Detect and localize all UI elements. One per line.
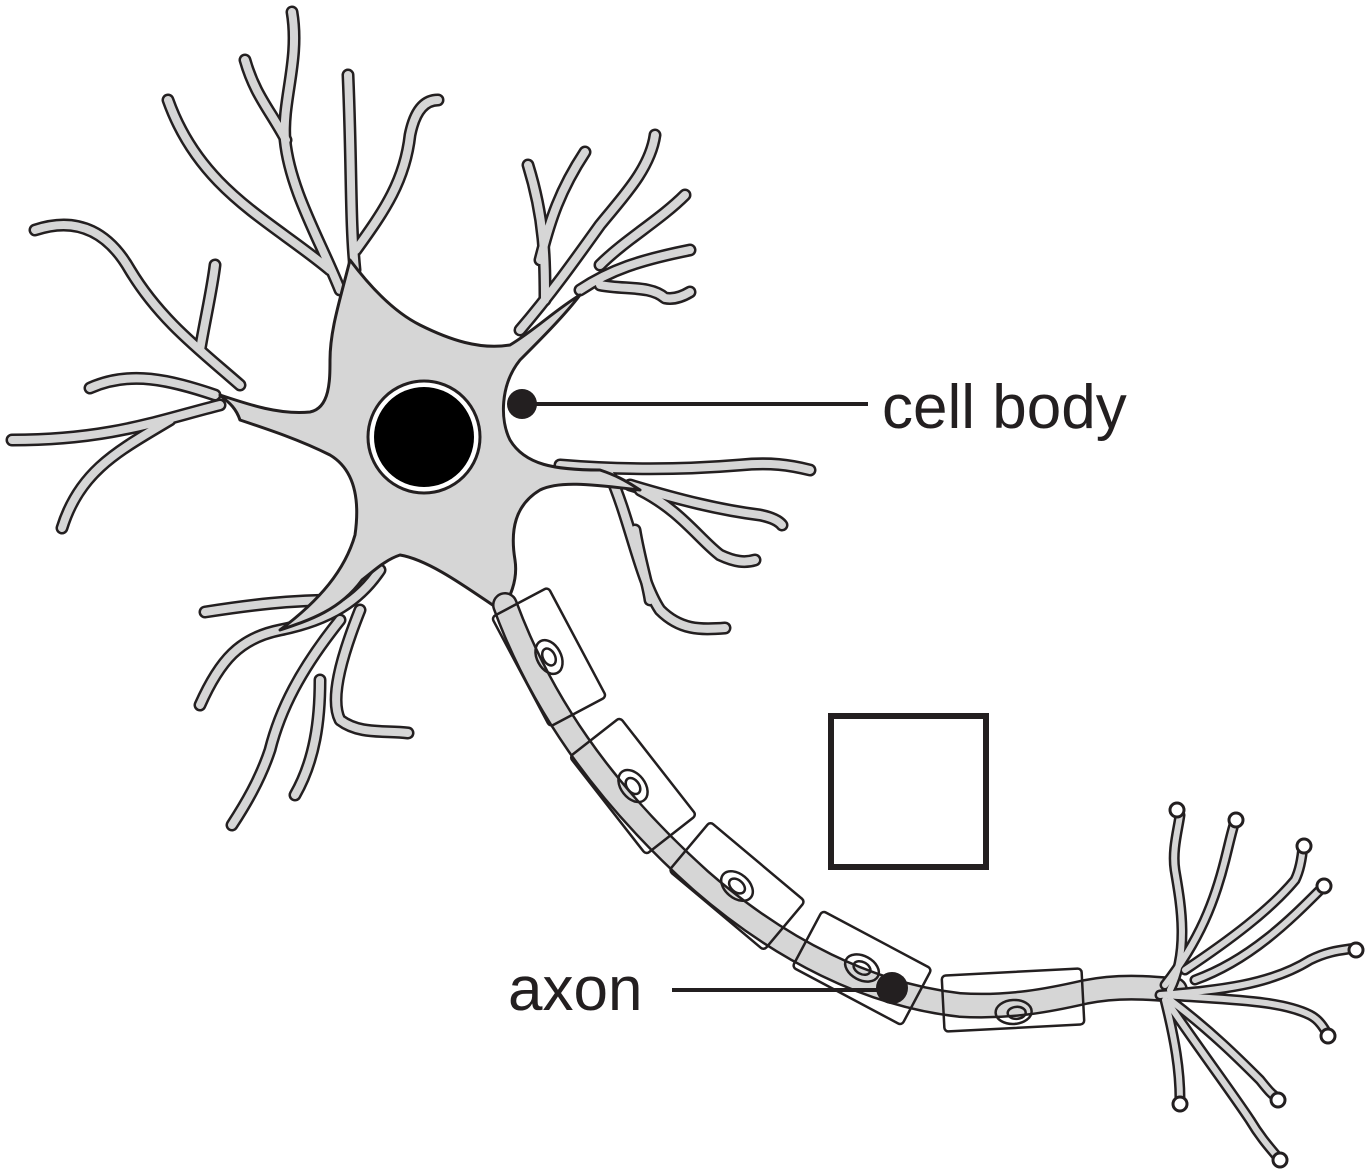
axon-label: axon bbox=[508, 955, 642, 1024]
cell-body-pointer-dot bbox=[507, 389, 537, 419]
axon-terminals bbox=[1160, 803, 1363, 1167]
answer-box[interactable] bbox=[831, 716, 986, 867]
cell-body-label-group: cell body bbox=[507, 373, 1127, 442]
axon-shaft bbox=[505, 605, 1175, 1006]
axon-pointer-dot bbox=[876, 972, 908, 1004]
nucleus bbox=[368, 381, 480, 493]
terminal-knobs bbox=[1170, 803, 1363, 1167]
cell-body-label: cell body bbox=[882, 373, 1127, 442]
